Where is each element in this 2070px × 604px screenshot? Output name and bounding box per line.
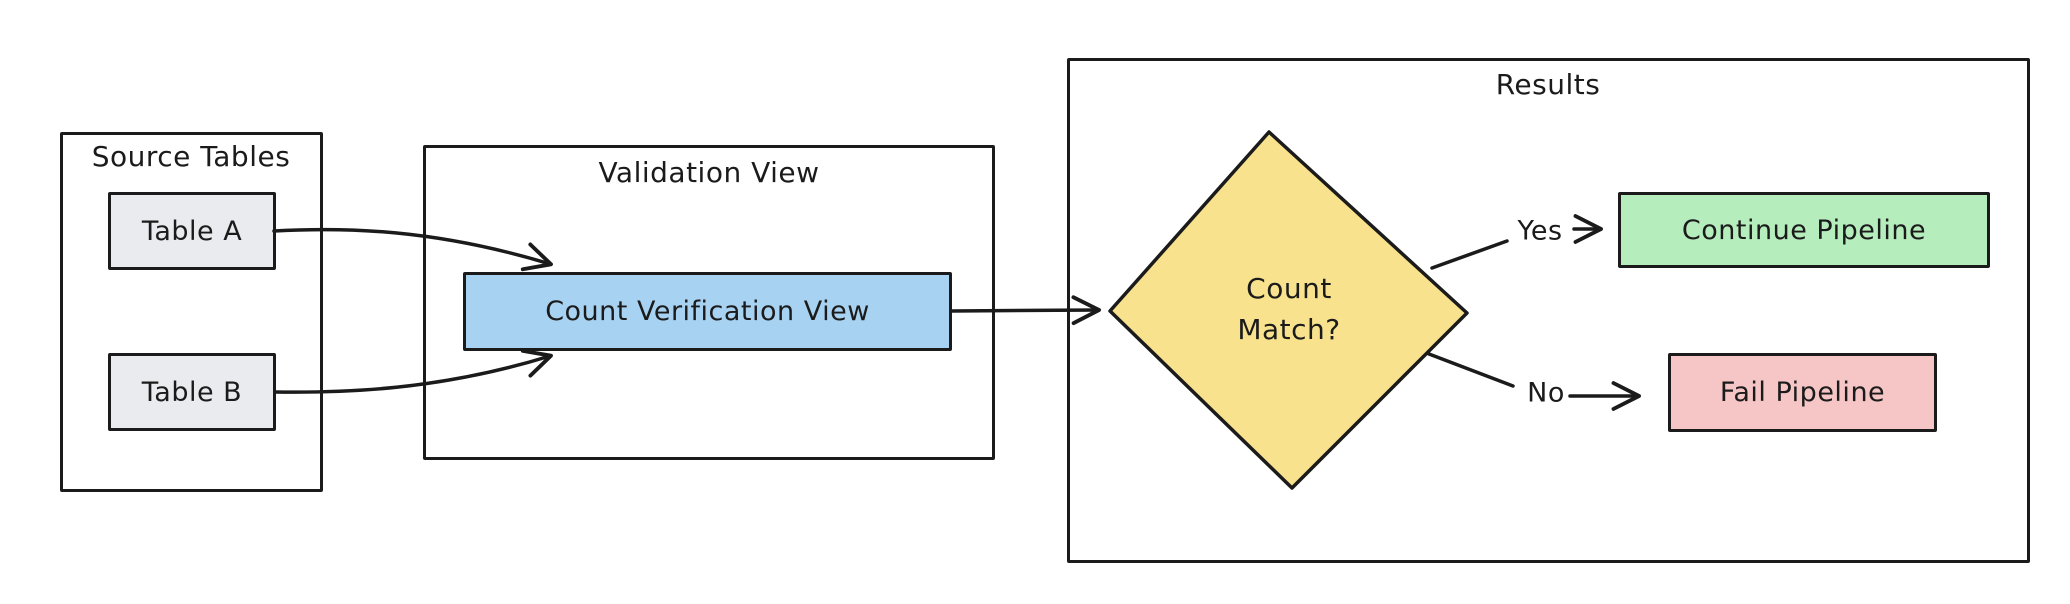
continue-pipeline-label: Continue Pipeline bbox=[1681, 214, 1927, 246]
table-a-label: Table A bbox=[141, 215, 243, 247]
results-frame bbox=[1067, 58, 2030, 563]
yes-edge-label: Yes bbox=[1517, 215, 1563, 247]
source-tables-frame bbox=[60, 132, 323, 492]
count-verification-view-node: Count Verification View bbox=[463, 272, 952, 351]
validation-view-title: Validation View bbox=[598, 156, 820, 189]
continue-pipeline-node: Continue Pipeline bbox=[1618, 192, 1990, 268]
fail-pipeline-label: Fail Pipeline bbox=[1719, 377, 1886, 408]
validation-view-frame bbox=[423, 145, 995, 460]
table-b-node: Table B bbox=[108, 353, 276, 431]
no-edge-label: No bbox=[1527, 377, 1565, 409]
table-a-node: Table A bbox=[108, 192, 276, 270]
count-verification-view-label: Count Verification View bbox=[545, 296, 870, 327]
source-tables-title: Source Tables bbox=[91, 140, 291, 173]
results-title: Results bbox=[1495, 68, 1601, 101]
fail-pipeline-node: Fail Pipeline bbox=[1668, 353, 1937, 432]
table-b-label: Table B bbox=[141, 376, 243, 408]
